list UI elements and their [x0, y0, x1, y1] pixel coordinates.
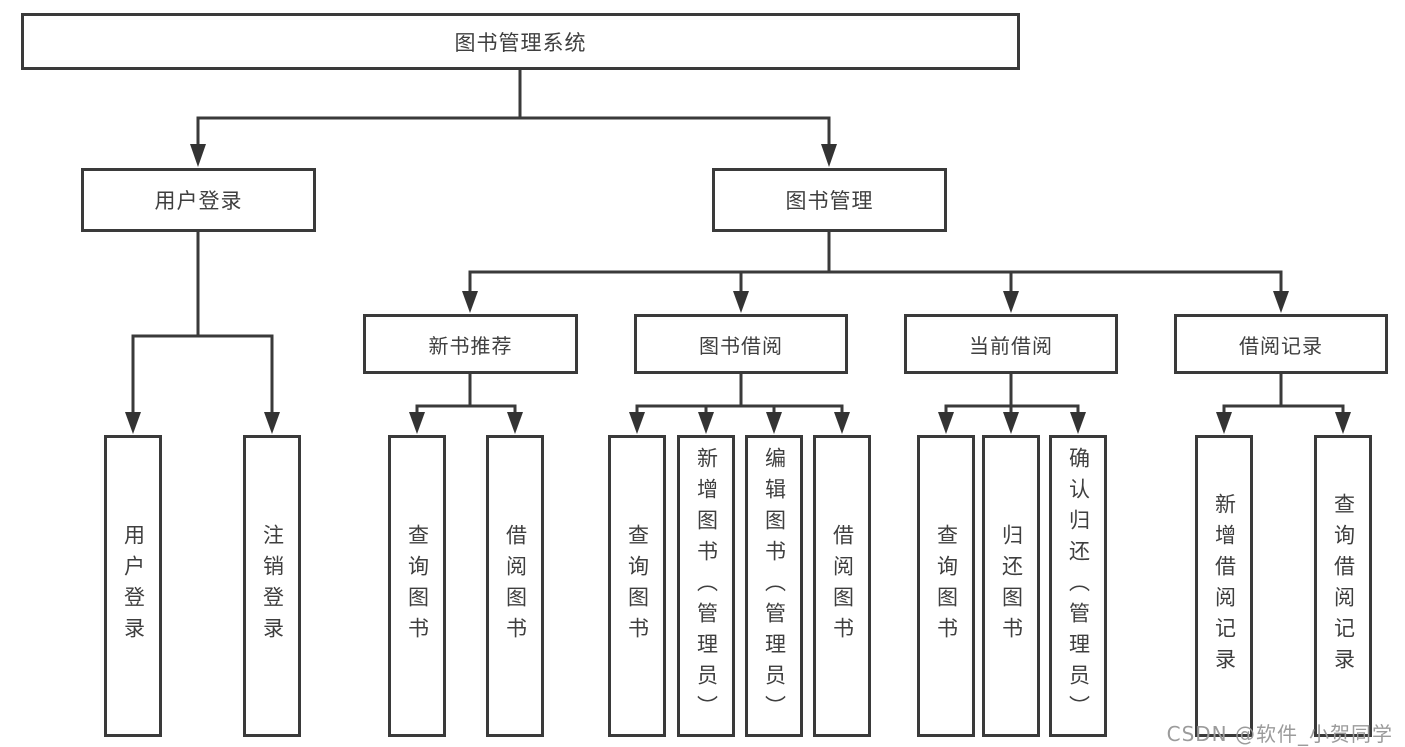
node-label: 当前借阅 [969, 333, 1053, 358]
arrowhead [409, 412, 425, 434]
arrowhead [264, 412, 280, 434]
leaf-label: 查询图书 [934, 524, 959, 648]
node-label: 用户登录 [154, 189, 243, 213]
leaf-query-books-current: 查询图书 [917, 435, 975, 737]
arrowhead [1070, 412, 1086, 434]
arrowhead [1335, 412, 1351, 434]
node-new-book-recommend: 新书推荐 [363, 314, 578, 374]
leaf-return-books: 归还图书 [982, 435, 1040, 737]
connector-borrow-records-children [1216, 374, 1351, 434]
node-label: 图书管理 [785, 189, 874, 213]
arrowhead [507, 412, 523, 434]
arrowhead [766, 412, 782, 434]
leaf-label: 新增借阅记录 [1212, 493, 1237, 679]
leaf-label: 注销登录 [260, 524, 285, 648]
leaf-logout: 注销登录 [243, 435, 301, 737]
arrowhead [733, 291, 749, 313]
leaf-label: 归还图书 [999, 524, 1024, 648]
leaf-label: 确认归还（管理员） [1066, 446, 1091, 726]
leaf-add-borrow-record: 新增借阅记录 [1195, 435, 1253, 737]
arrowhead [190, 144, 206, 167]
node-book-borrowing: 图书借阅 [634, 314, 848, 374]
arrowhead [698, 412, 714, 434]
connector-book-borrow-children [629, 374, 850, 434]
leaf-label: 用户登录 [121, 524, 146, 648]
connector-user-login-children [125, 232, 280, 434]
node-label: 图书借阅 [699, 333, 783, 358]
node-label: 图书管理系统 [454, 30, 587, 55]
arrowhead [1273, 291, 1289, 313]
leaf-label: 新增图书（管理员） [694, 446, 719, 726]
node-library-system: 图书管理系统 [21, 13, 1020, 70]
arrowhead [1003, 412, 1019, 434]
leaf-confirm-return-admin: 确认归还（管理员） [1049, 435, 1107, 737]
leaf-label: 查询借阅记录 [1331, 493, 1356, 679]
arrowhead [1216, 412, 1232, 434]
arrowhead [125, 412, 141, 434]
leaf-label: 借阅图书 [830, 524, 855, 648]
node-label: 借阅记录 [1239, 333, 1323, 358]
arrowhead [821, 144, 837, 167]
node-current-borrowing: 当前借阅 [904, 314, 1118, 374]
leaf-query-borrow-record: 查询借阅记录 [1314, 435, 1372, 737]
arrowhead [834, 412, 850, 434]
connector-current-borrow-children [938, 374, 1086, 434]
leaf-query-books-recommend: 查询图书 [388, 435, 446, 737]
leaf-borrow-books-borrow: 借阅图书 [813, 435, 871, 737]
leaf-edit-books-admin: 编辑图书（管理员） [745, 435, 803, 737]
leaf-borrow-books-recommend: 借阅图书 [486, 435, 544, 737]
arrowhead [629, 412, 645, 434]
connector-new-book-rec-children [409, 374, 523, 434]
arrowhead [938, 412, 954, 434]
leaf-label: 编辑图书（管理员） [762, 446, 787, 726]
node-user-login: 用户登录 [81, 168, 316, 232]
node-book-management: 图书管理 [712, 168, 947, 232]
node-borrowing-records: 借阅记录 [1174, 314, 1388, 374]
leaf-add-books-admin: 新增图书（管理员） [677, 435, 735, 737]
leaf-query-books-borrow: 查询图书 [608, 435, 666, 737]
connector-root-to-level2 [190, 69, 837, 167]
arrowhead [462, 291, 478, 313]
csdn-watermark: CSDN @软件_小贺同学 [1166, 722, 1393, 746]
arrowhead [1003, 291, 1019, 313]
leaf-user-login: 用户登录 [104, 435, 162, 737]
leaf-label: 借阅图书 [503, 524, 528, 648]
leaf-label: 查询图书 [625, 524, 650, 648]
leaf-label: 查询图书 [405, 524, 430, 648]
connector-book-mgmt-children [462, 232, 1289, 313]
node-label: 新书推荐 [428, 333, 513, 358]
